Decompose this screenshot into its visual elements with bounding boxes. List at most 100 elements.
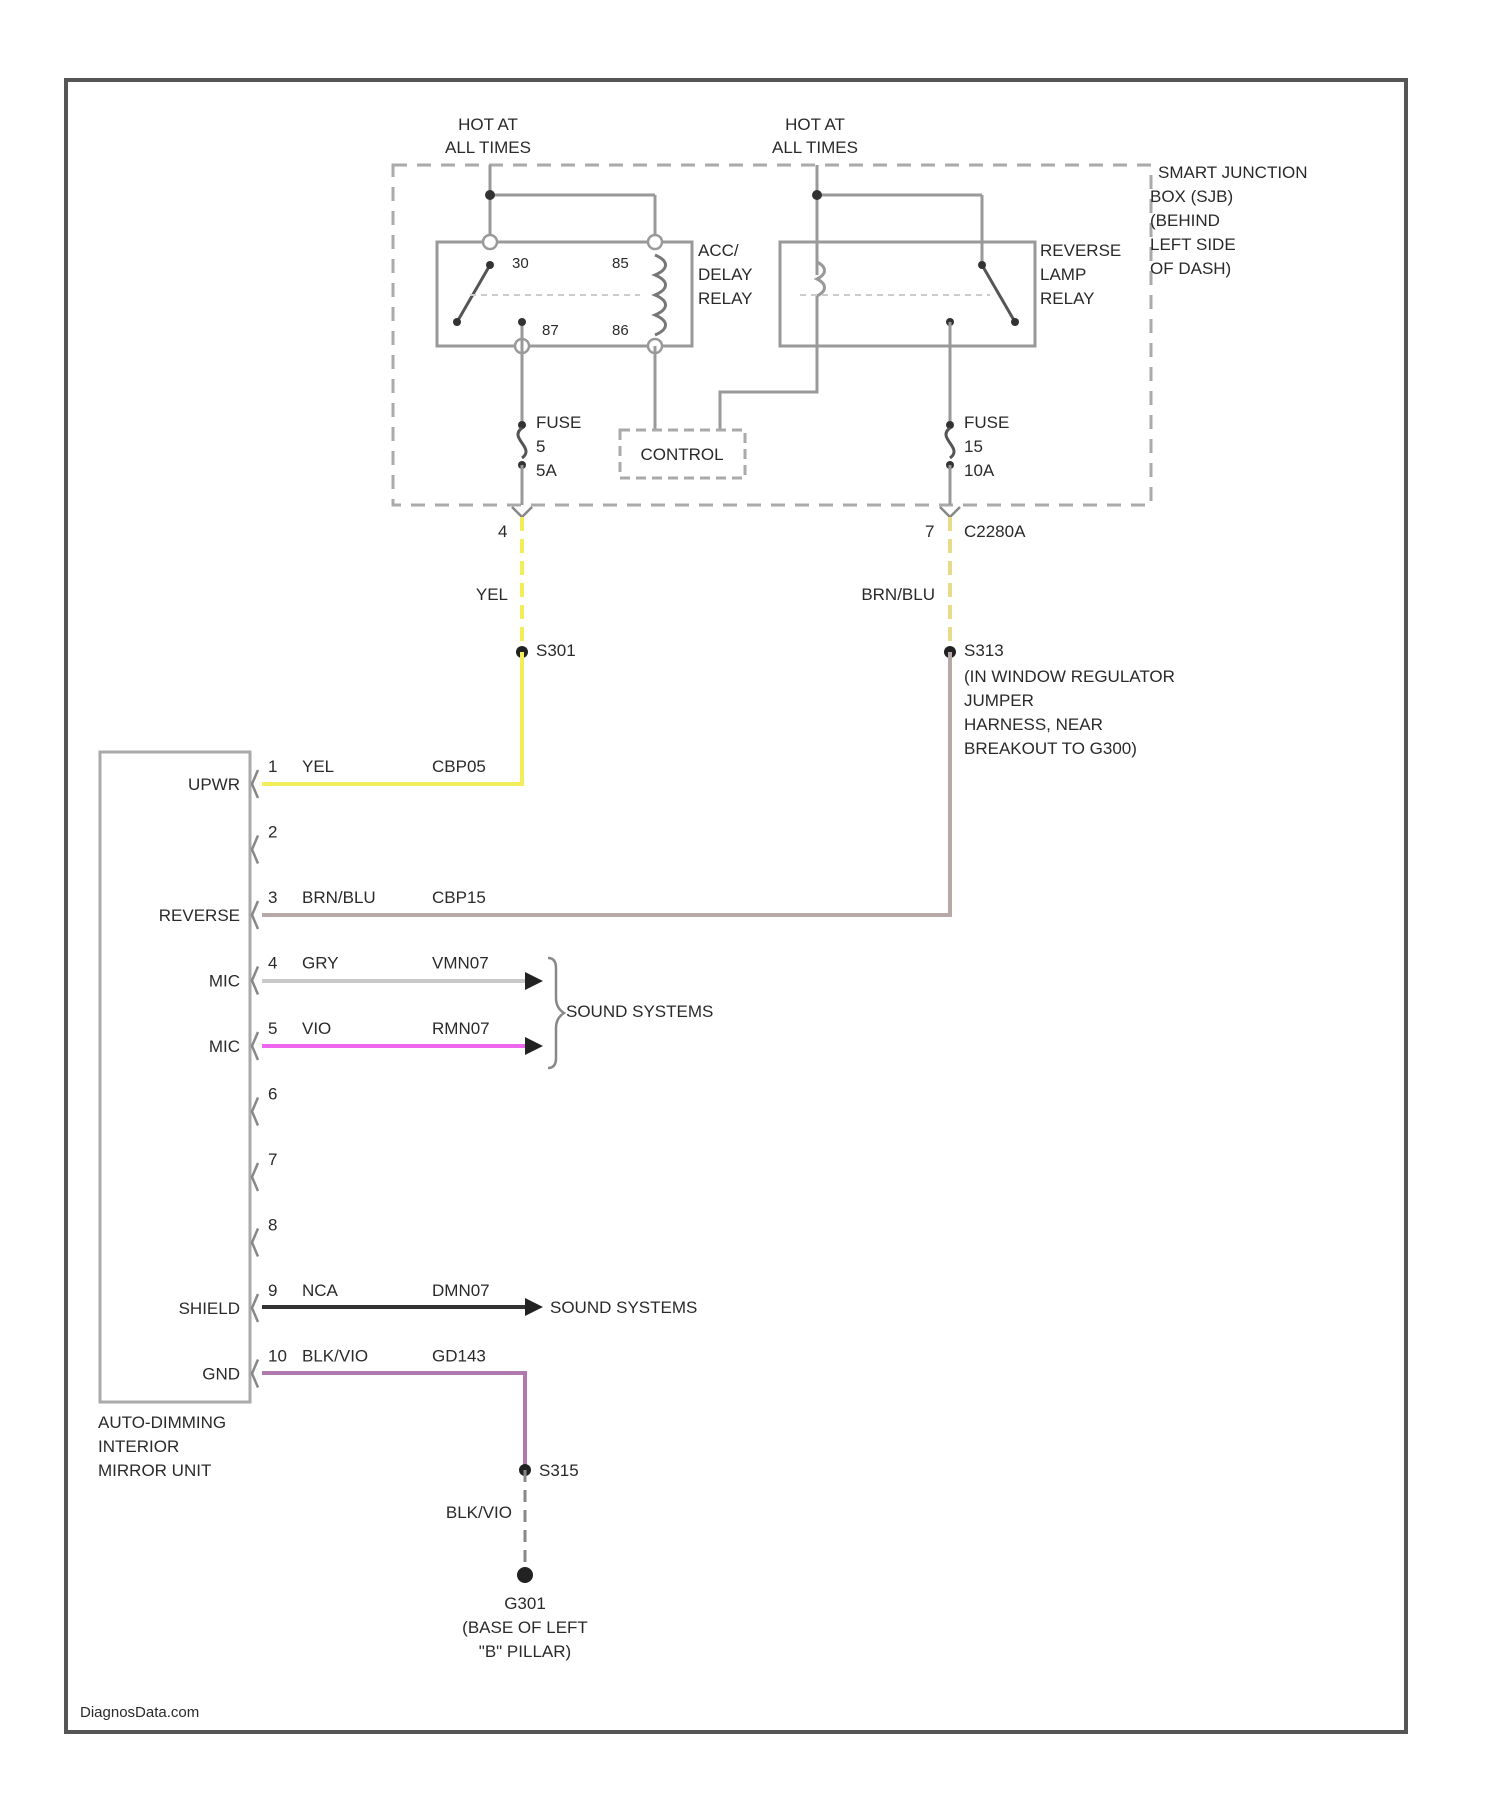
pin-2: 2	[252, 823, 277, 864]
splice-right-note-2: JUMPER	[964, 691, 1034, 710]
ground-wire-label: BLK/VIO	[446, 1503, 512, 1522]
pin-circuit: GD143	[432, 1347, 486, 1366]
watermark: DiagnosData.com	[80, 1704, 199, 1721]
fuse-left-label-2: 5	[536, 437, 545, 456]
fuse-left-symbol	[518, 428, 526, 458]
splice-right-note-3: HARNESS, NEAR	[964, 715, 1103, 734]
pin-name: MIC	[209, 972, 240, 991]
pin-number: 7	[268, 1150, 277, 1169]
fuse-left-label-3: 5A	[536, 461, 557, 480]
pin-7: 7	[252, 1150, 277, 1191]
pin-wire-color: NCA	[302, 1281, 339, 1300]
wire-left-upper-label: YEL	[476, 585, 508, 604]
pin-number: 5	[268, 1019, 277, 1038]
sjb-label-2: BOX (SJB)	[1150, 187, 1233, 206]
pin-number: 2	[268, 823, 277, 842]
acc-relay-label-3: RELAY	[698, 289, 753, 308]
pin-wire-color: BRN/BLU	[302, 888, 376, 907]
pin-number: 6	[268, 1085, 277, 1104]
pin-terminal-mark	[252, 901, 258, 929]
pin-circuit: RMN07	[432, 1019, 490, 1038]
pin-number: 3	[268, 888, 277, 907]
pin-terminal-mark	[252, 770, 258, 798]
fuse-right-symbol	[946, 428, 954, 458]
power-label-left-2: ALL TIMES	[445, 138, 531, 157]
ground-point-label-1: G301	[504, 1594, 546, 1613]
splice-right-note-4: BREAKOUT TO G300)	[964, 739, 1137, 758]
fuse-right-label-3: 10A	[964, 461, 995, 480]
sjb-label-5: OF DASH)	[1150, 259, 1231, 278]
power-label-left-1: HOT AT	[458, 115, 518, 134]
acc-relay-label-2: DELAY	[698, 265, 753, 284]
ground-splice-label: S315	[539, 1461, 579, 1480]
pin-number: 8	[268, 1216, 277, 1235]
sound-systems-brace	[548, 958, 564, 1068]
pin-terminal-mark	[252, 836, 258, 864]
acc-relay-label-1: ACC/	[698, 241, 739, 260]
sjb-label-3: (BEHIND	[1150, 211, 1220, 230]
diagram-frame	[66, 80, 1406, 1732]
arrow-pin5	[525, 1037, 543, 1055]
pin-terminal-mark	[252, 1098, 258, 1126]
pin-terminal-mark	[252, 1032, 258, 1060]
mirror-unit-label-2: INTERIOR	[98, 1437, 179, 1456]
sound-systems-shield-label: SOUND SYSTEMS	[550, 1298, 697, 1317]
pin-number: 10	[268, 1347, 287, 1366]
acc-delay-relay: 30 85 87 86	[437, 165, 692, 353]
control-label: CONTROL	[640, 445, 723, 464]
sound-systems-pair-label: SOUND SYSTEMS	[566, 1002, 713, 1021]
pin-circuit: DMN07	[432, 1281, 490, 1300]
sjb-label-4: LEFT SIDE	[1150, 235, 1236, 254]
pin-8: 8	[252, 1216, 277, 1257]
pin-terminal-mark	[252, 967, 258, 995]
pin-name: REVERSE	[159, 906, 240, 925]
splice-right-label: S313	[964, 641, 1004, 660]
pin-number: 9	[268, 1281, 277, 1300]
power-label-right-2: ALL TIMES	[772, 138, 858, 157]
pin-wire-color: VIO	[302, 1019, 331, 1038]
ground-point-label-2: (BASE OF LEFT	[462, 1618, 588, 1637]
fuse-left-label-1: FUSE	[536, 413, 581, 432]
pin-terminal-mark	[252, 1229, 258, 1257]
pin-name: SHIELD	[179, 1299, 240, 1318]
wire-right-upper-label: BRN/BLU	[861, 585, 935, 604]
sjb-label-1: SMART JUNCTION	[1158, 163, 1308, 182]
relay-pin-85: 85	[612, 255, 629, 272]
ground-point-dot	[517, 1567, 533, 1583]
connector-name: C2280A	[964, 522, 1026, 541]
pin-terminal-mark	[252, 1294, 258, 1322]
pin-circuit: CBP15	[432, 888, 486, 907]
connector-right-pin: 7	[925, 522, 934, 541]
pin-number: 1	[268, 757, 277, 776]
ground-point-label-3: "B" PILLAR)	[479, 1642, 571, 1661]
pin-name: GND	[202, 1365, 240, 1384]
pin-circuit: CBP05	[432, 757, 486, 776]
pin-number: 4	[268, 954, 277, 973]
fuse-right-label-1: FUSE	[964, 413, 1009, 432]
pin-wire-color: BLK/VIO	[302, 1347, 368, 1366]
relay-pin-30: 30	[512, 255, 529, 272]
pin-wire-color: YEL	[302, 757, 334, 776]
reverse-relay-label-3: RELAY	[1040, 289, 1095, 308]
connector-left-pin: 4	[498, 522, 507, 541]
reverse-relay-label-1: REVERSE	[1040, 241, 1121, 260]
pin-circuit: VMN07	[432, 954, 489, 973]
mirror-unit-label-3: MIRROR UNIT	[98, 1461, 211, 1480]
fuse-right-label-2: 15	[964, 437, 983, 456]
arrow-pin4	[525, 972, 543, 990]
splice-right-note-1: (IN WINDOW REGULATOR	[964, 667, 1175, 686]
power-label-right-1: HOT AT	[785, 115, 845, 134]
pin-name: MIC	[209, 1037, 240, 1056]
mirror-unit-label-1: AUTO-DIMMING	[98, 1413, 226, 1432]
wire-pin10-gnd	[262, 1373, 525, 1470]
sjb-outline	[393, 165, 1151, 505]
pin-name: UPWR	[188, 775, 240, 794]
reverse-relay-label-2: LAMP	[1040, 265, 1086, 284]
relay-pin-86: 86	[612, 322, 629, 339]
